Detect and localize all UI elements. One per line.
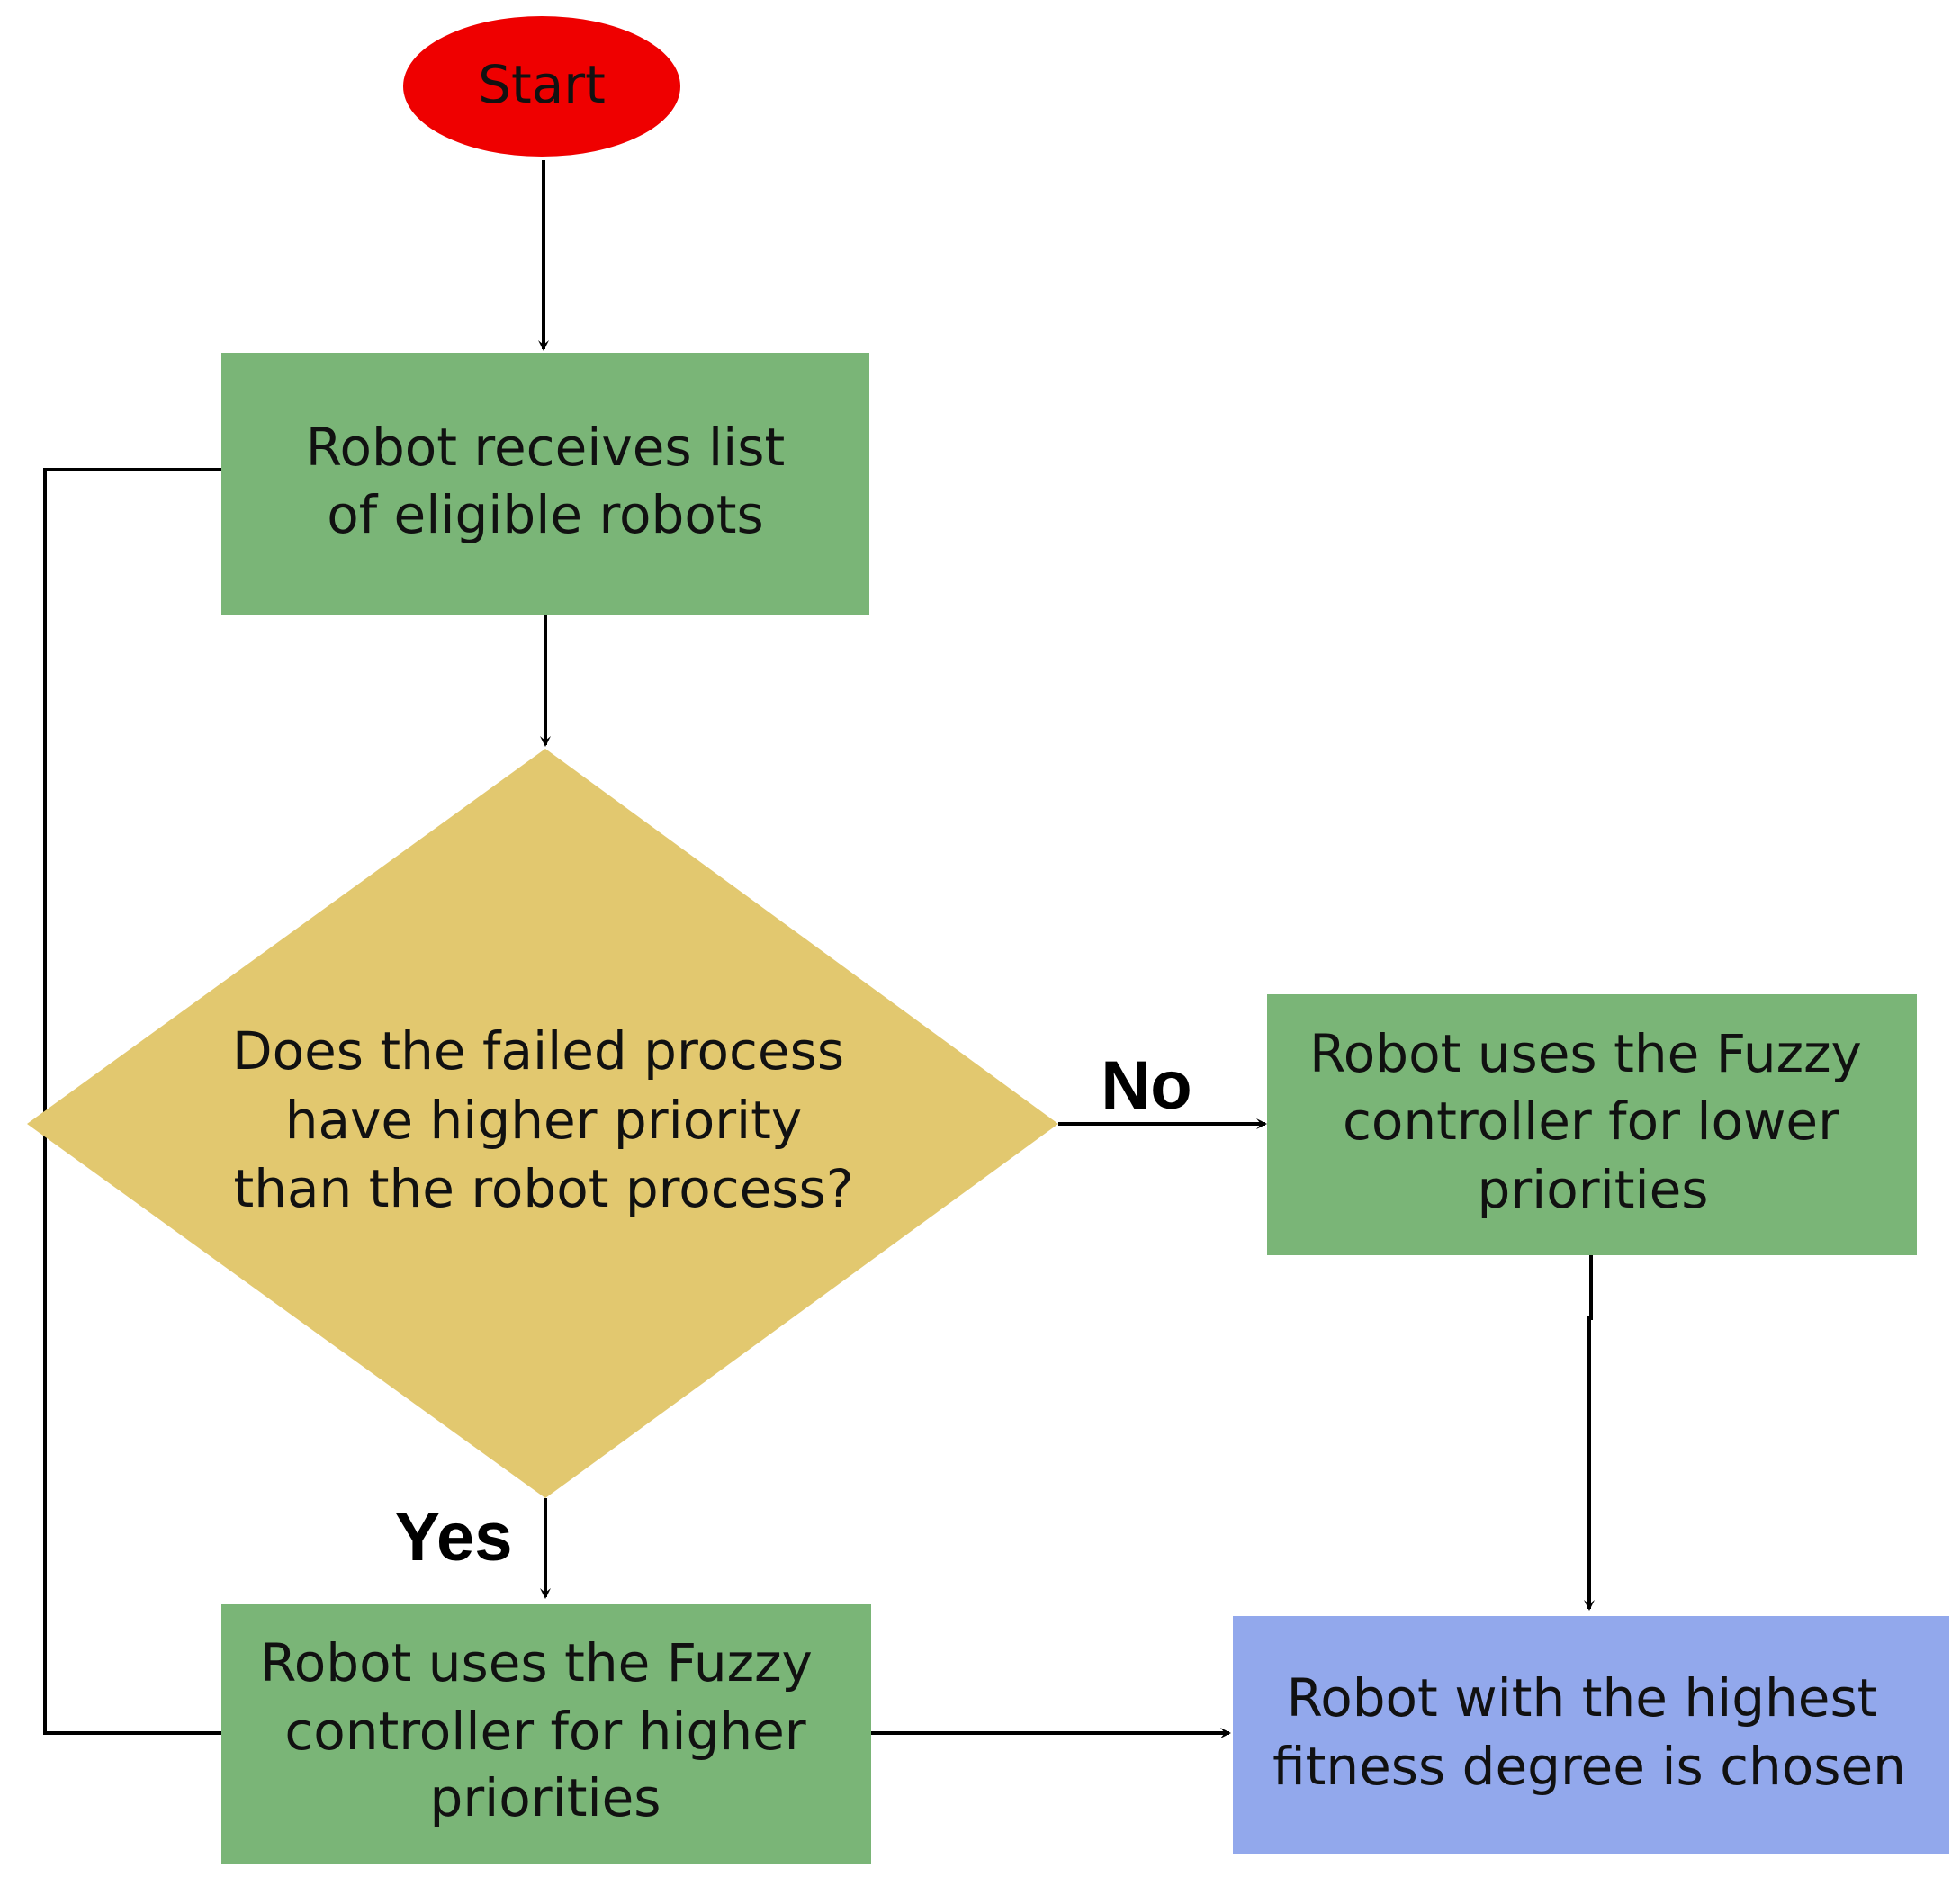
result-line-1: Robot with the highest	[1287, 1667, 1878, 1729]
lower-controller-line-1: Robot uses the Fuzzy	[1309, 1023, 1862, 1084]
lower-controller-box	[1267, 994, 1917, 1255]
no-label: No	[1101, 1047, 1191, 1124]
result-node: Robot with the highest fitness degree is…	[1233, 1616, 1949, 1854]
higher-controller-node: Robot uses the Fuzzy controller for high…	[221, 1604, 871, 1864]
decision-diamond	[27, 749, 1058, 1498]
lower-controller-line-2: controller for lower	[1343, 1091, 1839, 1152]
higher-controller-line-1: Robot uses the Fuzzy	[260, 1632, 813, 1693]
result-line-2: fitness degree is chosen	[1272, 1736, 1906, 1797]
lower-controller-line-3: priorities	[1478, 1159, 1709, 1220]
receive-list-line-1: Robot receives list	[306, 417, 785, 478]
edge-lower-to-result	[1584, 1255, 1595, 1611]
receive-list-node: Robot receives list of eligible robots	[221, 353, 869, 615]
decision-node: Does the failed process have higher prio…	[27, 749, 1058, 1498]
decision-line-2: have higher priority	[285, 1090, 802, 1151]
receive-list-box	[221, 353, 869, 615]
receive-list-line-2: of eligible robots	[327, 484, 764, 545]
decision-line-3: than the robot process?	[233, 1158, 853, 1219]
result-box	[1233, 1616, 1949, 1854]
edges	[43, 160, 1595, 1738]
start-ellipse	[403, 16, 680, 157]
higher-controller-line-2: controller for higher	[284, 1701, 805, 1762]
edge-higher-loop-back	[43, 464, 238, 1735]
yes-label: Yes	[394, 1499, 512, 1576]
higher-controller-box	[221, 1604, 871, 1864]
start-label: Start	[478, 54, 606, 115]
lower-controller-node: Robot uses the Fuzzy controller for lowe…	[1267, 994, 1917, 1255]
start-node: Start	[403, 16, 680, 157]
higher-controller-line-3: priorities	[430, 1767, 661, 1828]
decision-line-1: Does the failed process	[232, 1020, 844, 1082]
